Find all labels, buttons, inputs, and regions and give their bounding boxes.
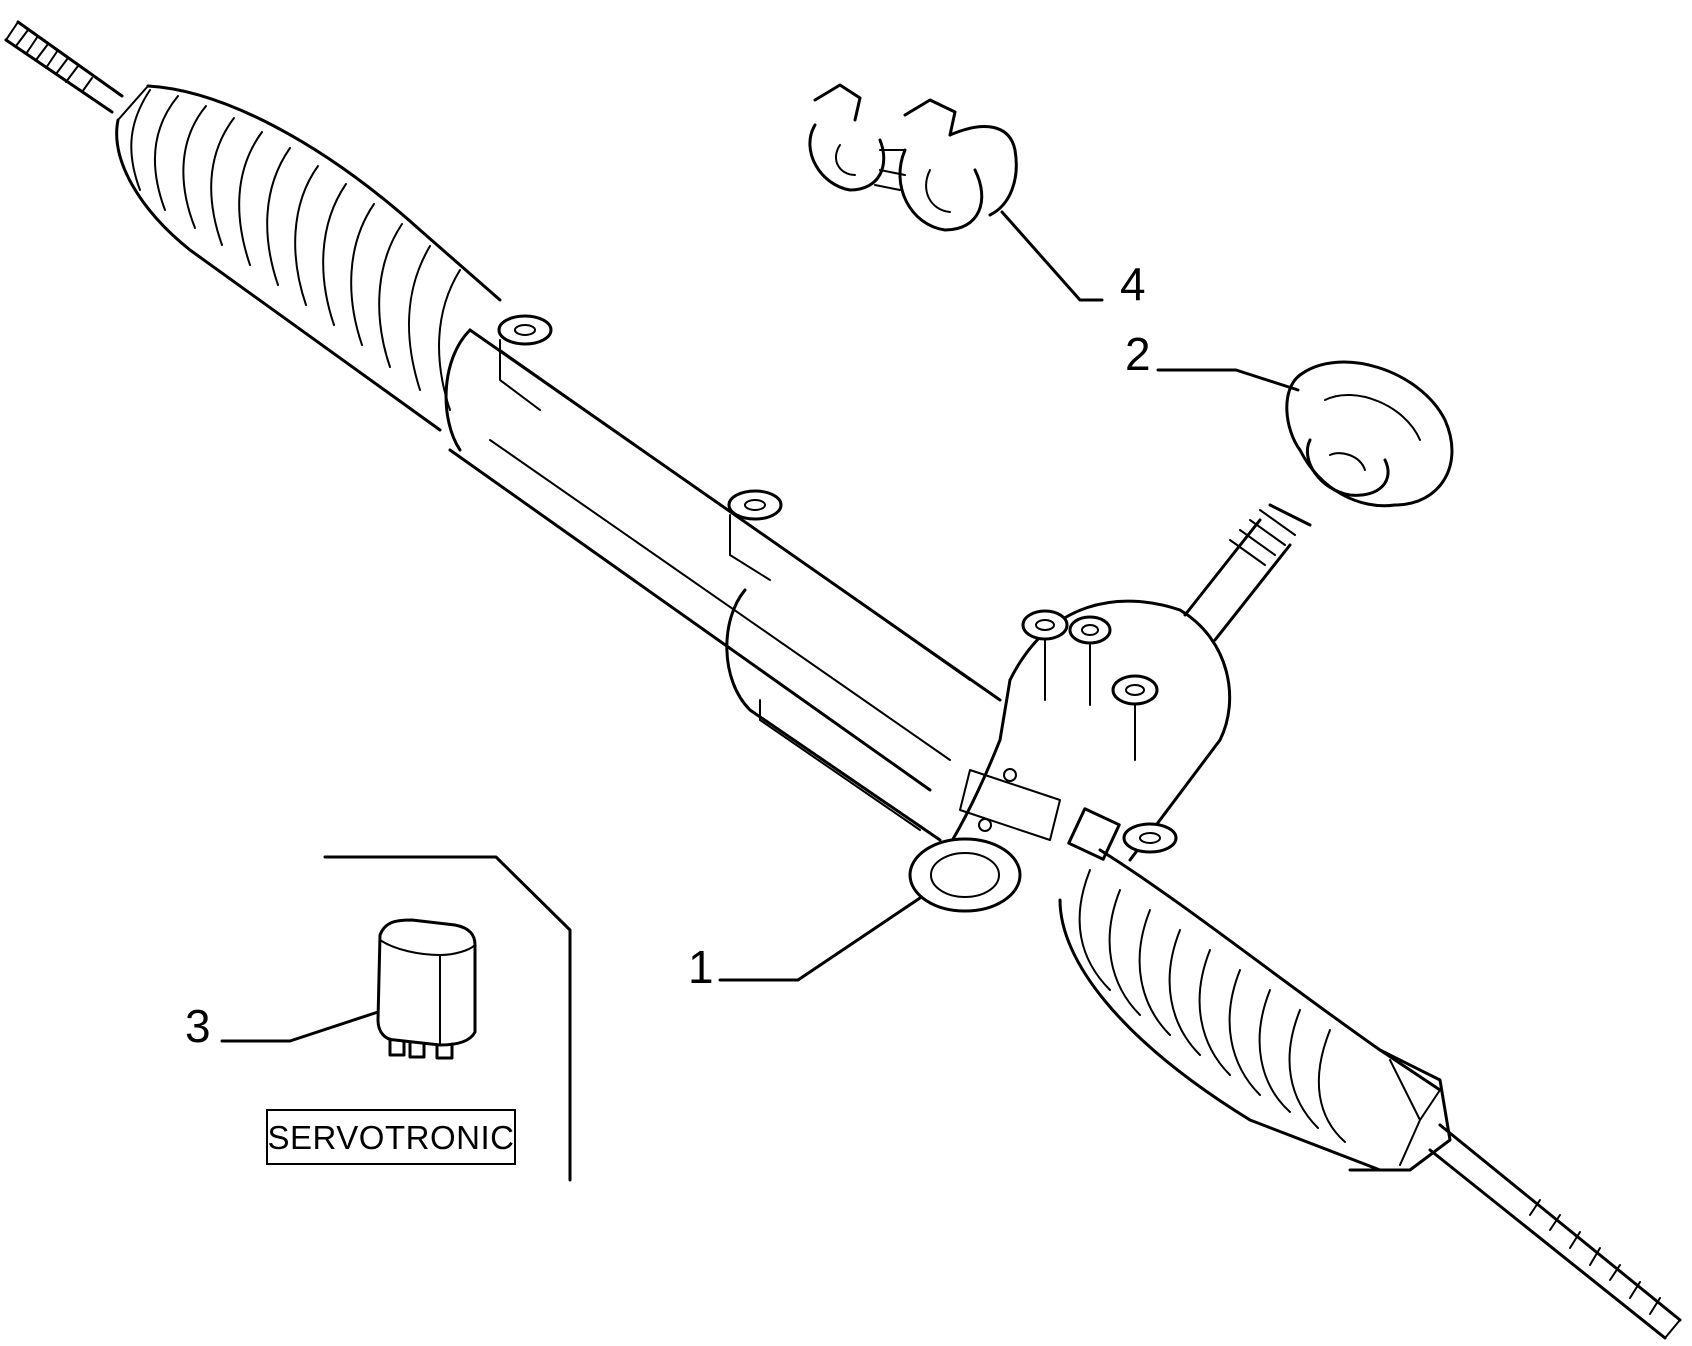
leader-3 — [220, 1010, 380, 1043]
servotronic-label-box: SERVOTRONIC — [266, 1109, 516, 1165]
left-boot — [115, 84, 502, 432]
callout-4: 4 — [1120, 258, 1146, 310]
valve-body — [908, 503, 1312, 913]
left-tie-rod — [4, 20, 124, 114]
callout-2: 2 — [1125, 328, 1151, 380]
leader-lines — [220, 210, 1300, 1043]
pipe-clip — [808, 83, 1018, 232]
callout-1: 1 — [688, 941, 714, 993]
servotronic-label: SERVOTRONIC — [268, 1119, 515, 1156]
leader-1 — [718, 896, 922, 982]
rack-housing — [444, 314, 1002, 842]
rubber-grommet — [1285, 360, 1454, 508]
relay-variant-panel — [323, 855, 572, 1182]
callout-3: 3 — [185, 1000, 211, 1052]
steering-rack — [4, 20, 1682, 1340]
leader-2 — [1156, 368, 1300, 392]
leader-4 — [1000, 210, 1104, 302]
relay — [376, 918, 477, 1060]
right-boot — [1058, 822, 1452, 1172]
right-tie-rod — [1428, 1123, 1682, 1340]
